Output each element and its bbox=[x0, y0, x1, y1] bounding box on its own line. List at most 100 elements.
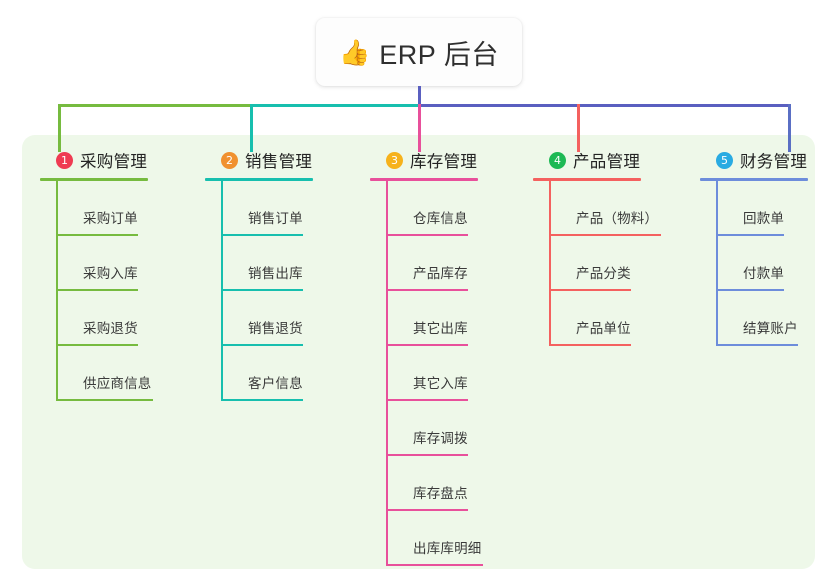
leaf-label: 其它出库 bbox=[413, 321, 468, 336]
leaf-label: 回款单 bbox=[743, 211, 785, 226]
leaf-underline bbox=[549, 234, 661, 236]
leaf-underline bbox=[386, 509, 468, 511]
branch-header-5[interactable]: 5 财务管理 bbox=[700, 148, 808, 172]
branch-badge-icon-4: 4 bbox=[549, 151, 566, 169]
leaf-node[interactable]: 产品（物料） bbox=[549, 181, 661, 236]
drop-line-2 bbox=[250, 104, 253, 152]
leaf-label: 其它入库 bbox=[413, 376, 468, 391]
leaf-label: 采购退货 bbox=[83, 321, 138, 336]
leaf-underline bbox=[716, 344, 798, 346]
drop-line-5 bbox=[788, 104, 791, 152]
branch-body-1: 采购订单采购入库采购退货供应商信息 bbox=[56, 181, 153, 401]
branch-badge-icon-3: 3 bbox=[386, 151, 403, 169]
leaf-label: 销售出库 bbox=[248, 266, 303, 281]
leaf-label: 采购订单 bbox=[83, 211, 138, 226]
branch-underline-2 bbox=[205, 178, 313, 181]
leaf-node[interactable]: 销售退货 bbox=[221, 291, 313, 346]
branch-column-3: 3 库存管理仓库信息产品库存其它出库其它入库库存调拨库存盘点出库库明细 bbox=[370, 148, 483, 566]
diagram-panel bbox=[22, 135, 815, 569]
leaf-underline bbox=[386, 454, 468, 456]
leaf-underline bbox=[716, 234, 784, 236]
leaf-node[interactable]: 库存盘点 bbox=[386, 456, 478, 511]
leaf-node[interactable]: 采购退货 bbox=[56, 291, 148, 346]
branch-title-3: 库存管理 bbox=[410, 153, 478, 171]
leaf-underline bbox=[386, 344, 468, 346]
branch-body-4: 产品（物料） 产品分类产品单位 bbox=[549, 181, 661, 346]
leaf-label: 产品单位 bbox=[576, 321, 631, 336]
leaf-node[interactable]: 客户信息 bbox=[221, 346, 313, 401]
leaf-underline bbox=[221, 289, 303, 291]
leaf-underline bbox=[549, 344, 631, 346]
branch-underline-1 bbox=[40, 178, 148, 181]
root-node[interactable]: 👍 ERP 后台 bbox=[316, 18, 522, 86]
leaf-node[interactable]: 销售出库 bbox=[221, 236, 313, 291]
leaf-label: 库存盘点 bbox=[413, 486, 468, 501]
drop-line-1 bbox=[58, 104, 61, 152]
leaf-underline bbox=[386, 564, 483, 566]
leaf-label: 供应商信息 bbox=[83, 376, 152, 391]
leaf-label: 产品分类 bbox=[576, 266, 631, 281]
branch-header-3[interactable]: 3 库存管理 bbox=[370, 148, 478, 172]
leaf-node[interactable]: 其它出库 bbox=[386, 291, 478, 346]
leaf-underline bbox=[386, 399, 468, 401]
leaf-label: 库存调拨 bbox=[413, 431, 468, 446]
leaf-node[interactable]: 销售订单 bbox=[221, 181, 313, 236]
leaf-label: 出库库明细 bbox=[413, 541, 482, 556]
leaf-node[interactable]: 库存调拨 bbox=[386, 401, 478, 456]
leaf-node[interactable]: 产品库存 bbox=[386, 236, 478, 291]
leaf-node[interactable]: 仓库信息 bbox=[386, 181, 478, 236]
leaf-node[interactable]: 采购入库 bbox=[56, 236, 148, 291]
leaf-label: 产品（物料） bbox=[576, 211, 659, 226]
leaf-node[interactable]: 采购订单 bbox=[56, 181, 148, 236]
leaf-underline bbox=[56, 344, 138, 346]
branch-underline-3 bbox=[370, 178, 478, 181]
bus-segment-teal bbox=[250, 104, 422, 107]
branch-spine-1 bbox=[56, 181, 58, 401]
leaf-underline bbox=[549, 289, 631, 291]
leaf-node[interactable]: 供应商信息 bbox=[56, 346, 153, 401]
leaf-label: 销售订单 bbox=[248, 211, 303, 226]
leaf-node[interactable]: 产品单位 bbox=[549, 291, 641, 346]
branch-header-4[interactable]: 4 产品管理 bbox=[533, 148, 641, 172]
branch-spine-5 bbox=[716, 181, 718, 346]
leaf-node[interactable]: 结算账户 bbox=[716, 291, 808, 346]
leaf-label: 结算账户 bbox=[743, 321, 798, 336]
thumbs-up-icon: 👍 bbox=[339, 38, 371, 67]
leaf-node[interactable]: 出库库明细 bbox=[386, 511, 483, 566]
branch-underline-5 bbox=[700, 178, 808, 181]
branch-column-4: 4 产品管理产品（物料） 产品分类产品单位 bbox=[533, 148, 661, 346]
bus-segment-green bbox=[58, 104, 253, 107]
branch-badge-icon-1: 1 bbox=[56, 151, 73, 169]
leaf-label: 产品库存 bbox=[413, 266, 468, 281]
branch-underline-4 bbox=[533, 178, 641, 181]
bus-segment-blue bbox=[419, 104, 791, 107]
branch-body-2: 销售订单销售出库销售退货客户信息 bbox=[221, 181, 313, 401]
leaf-label: 客户信息 bbox=[248, 376, 303, 391]
leaf-underline bbox=[56, 234, 138, 236]
leaf-label: 付款单 bbox=[743, 266, 785, 281]
branch-body-3: 仓库信息产品库存其它出库其它入库库存调拨库存盘点出库库明细 bbox=[386, 181, 483, 566]
leaf-node[interactable]: 回款单 bbox=[716, 181, 808, 236]
leaf-node[interactable]: 产品分类 bbox=[549, 236, 641, 291]
branch-badge-icon-2: 2 bbox=[221, 151, 238, 169]
leaf-node[interactable]: 付款单 bbox=[716, 236, 808, 291]
leaf-underline bbox=[716, 289, 784, 291]
leaf-underline bbox=[56, 289, 138, 291]
leaf-underline bbox=[386, 289, 468, 291]
branch-badge-icon-5: 5 bbox=[716, 151, 733, 169]
leaf-node[interactable]: 其它入库 bbox=[386, 346, 478, 401]
branch-spine-4 bbox=[549, 181, 551, 346]
root-title: ERP 后台 bbox=[379, 39, 499, 70]
leaf-underline bbox=[386, 234, 468, 236]
branch-title-5: 财务管理 bbox=[740, 153, 808, 171]
drop-line-4 bbox=[577, 104, 580, 152]
leaf-underline bbox=[221, 234, 303, 236]
leaf-underline bbox=[221, 344, 303, 346]
leaf-underline bbox=[221, 399, 303, 401]
branch-title-4: 产品管理 bbox=[573, 153, 641, 171]
